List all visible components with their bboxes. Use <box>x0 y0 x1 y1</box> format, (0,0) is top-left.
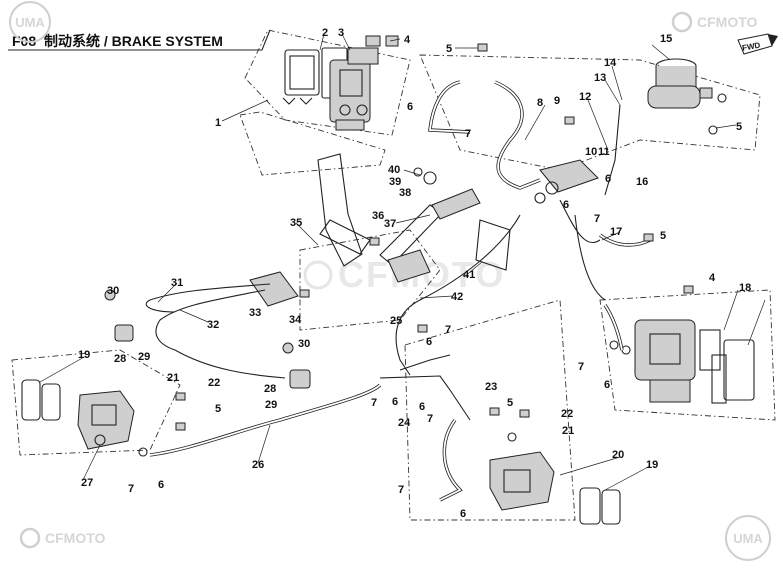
callout-22: 22 <box>208 377 220 389</box>
callout-7d: 7 <box>128 483 134 495</box>
callout-20: 20 <box>612 449 624 461</box>
callout-6g: 6 <box>392 396 398 408</box>
callout-37: 37 <box>384 218 396 230</box>
callout-7g: 7 <box>427 413 433 425</box>
brake-switches <box>104 289 311 389</box>
callout-2: 2 <box>322 27 328 39</box>
callout-5d: 5 <box>215 403 221 415</box>
callout-31: 31 <box>171 277 183 289</box>
callout-6f: 6 <box>426 336 432 348</box>
callout-28b: 28 <box>264 383 276 395</box>
callout-11: 11 <box>598 146 610 158</box>
callout-39: 39 <box>389 176 401 188</box>
callout-30b: 30 <box>298 338 310 350</box>
fastener-bolts <box>175 43 694 431</box>
callout-21: 21 <box>167 372 179 384</box>
callout-8: 8 <box>537 97 543 109</box>
callout-6e: 6 <box>158 479 164 491</box>
callout-5b: 5 <box>736 121 742 133</box>
callout-29b: 29 <box>265 399 277 411</box>
callout-24: 24 <box>398 417 411 429</box>
callout-41: 41 <box>463 269 475 281</box>
cfmoto-logo-bottom-left-text: CFMOTO <box>45 530 106 546</box>
callout-5: 5 <box>446 43 452 55</box>
leader-lines <box>39 33 766 491</box>
callout-7e: 7 <box>445 324 451 336</box>
callout-17: 17 <box>610 226 622 238</box>
callout-6c: 6 <box>563 199 569 211</box>
callout-42: 42 <box>451 291 463 303</box>
rear-right-caliper-assembly <box>489 432 621 525</box>
callout-22b: 22 <box>561 408 573 420</box>
callout-6d: 6 <box>604 379 610 391</box>
callout-7: 7 <box>465 128 471 140</box>
callout-40: 40 <box>388 164 400 176</box>
callout-6h: 6 <box>419 401 425 413</box>
callout-26: 26 <box>252 459 264 471</box>
front-left-caliper-assembly <box>282 35 399 131</box>
group-boundaries <box>11 29 776 521</box>
callout-1: 1 <box>215 117 221 129</box>
callout-4: 4 <box>404 34 411 46</box>
callout-15: 15 <box>660 33 672 45</box>
callout-19: 19 <box>78 349 90 361</box>
proportioning-valve <box>534 159 599 204</box>
rear-left-caliper-assembly <box>21 379 148 457</box>
uma-logo-bottom-right: UMA <box>725 515 771 561</box>
front-right-caliper-assembly <box>609 319 755 404</box>
callout-9: 9 <box>554 95 560 107</box>
callout-25: 25 <box>390 315 402 327</box>
callouts: 1 2 3 4 4 5 5 5 5 5 6 6 6 6 6 6 6 6 6 7 … <box>78 27 751 520</box>
uma-logo-top-left-text: UMA <box>15 15 45 30</box>
fwd-arrow-icon: FWD <box>737 33 778 55</box>
callout-36: 36 <box>372 210 384 222</box>
callout-19b: 19 <box>646 459 658 471</box>
uma-logo-top-left: UMA <box>9 1 51 43</box>
callout-18: 18 <box>739 282 751 294</box>
callout-32: 32 <box>207 319 219 331</box>
callout-6i: 6 <box>460 508 466 520</box>
callout-35: 35 <box>290 217 302 229</box>
callout-6b: 6 <box>605 173 611 185</box>
callout-16: 16 <box>636 176 648 188</box>
callout-7h: 7 <box>398 484 404 496</box>
callout-4b: 4 <box>709 272 716 284</box>
callout-7b: 7 <box>594 213 600 225</box>
callout-29: 29 <box>138 351 150 363</box>
callout-14: 14 <box>604 57 617 69</box>
cfmoto-logo-top-right-text: CFMOTO <box>697 14 758 30</box>
cfmoto-logo-top-right: CFMOTO <box>671 11 758 33</box>
callout-33: 33 <box>249 307 261 319</box>
brake-pedal-assembly <box>249 153 511 307</box>
callout-5e: 5 <box>507 397 513 409</box>
callout-13: 13 <box>594 72 606 84</box>
callout-7c: 7 <box>578 361 584 373</box>
callout-10: 10 <box>585 146 597 158</box>
callout-34: 34 <box>289 314 302 326</box>
brake-lines <box>145 104 621 421</box>
callout-27: 27 <box>81 477 93 489</box>
callout-23: 23 <box>485 381 497 393</box>
callout-3: 3 <box>338 27 344 39</box>
uma-logo-bottom-right-text: UMA <box>733 531 763 546</box>
cfmoto-logo-bottom-left: CFMOTO <box>19 527 106 549</box>
callout-12: 12 <box>579 91 591 103</box>
callout-5c: 5 <box>660 230 666 242</box>
callout-7f: 7 <box>371 397 377 409</box>
callout-6: 6 <box>407 101 413 113</box>
callout-28: 28 <box>114 353 126 365</box>
callout-30: 30 <box>107 285 119 297</box>
callout-38: 38 <box>399 187 411 199</box>
callout-21b: 21 <box>562 425 574 437</box>
master-cylinder <box>647 58 727 135</box>
header-title: 制动系统 / BRAKE SYSTEM <box>44 33 223 49</box>
fwd-label: FWD <box>741 41 761 53</box>
